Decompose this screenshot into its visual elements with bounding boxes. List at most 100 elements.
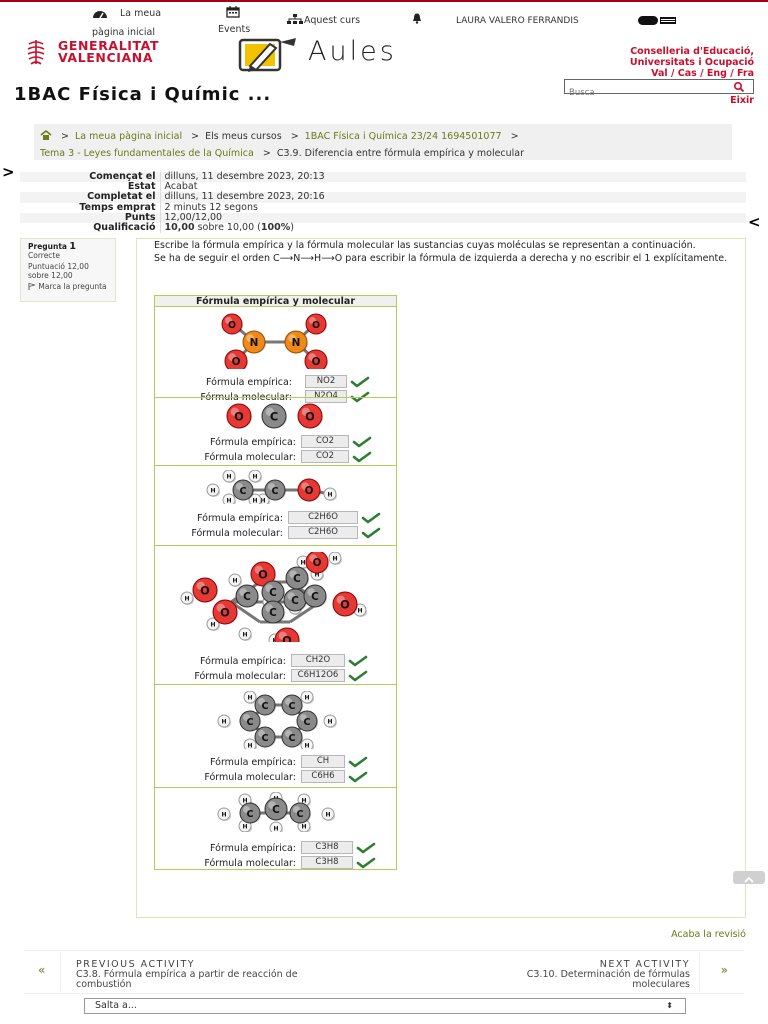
breadcrumb-section[interactable]: Tema 3 - Leyes fundamentales de la Quími… (40, 148, 254, 159)
question-num: 1 (69, 241, 76, 252)
breadcrumb-separator: > (510, 131, 519, 142)
svg-text:N: N (250, 337, 259, 349)
svg-text:H: H (332, 555, 337, 562)
activity-navigation: « PREVIOUS ACTIVITY C3.8. Fórmula empíri… (24, 950, 744, 994)
open-left-drawer-button[interactable]: > (2, 163, 15, 181)
nav-events[interactable]: Events (218, 6, 278, 38)
svg-text:H: H (232, 577, 237, 584)
svg-text:O: O (313, 557, 322, 569)
breadcrumb-current[interactable]: C3.9. Diferencia entre fórmula empírica … (276, 148, 525, 159)
formula-row: HHHHHHHHHHHOOOOOOCCCCCCFórmula empírica:… (155, 545, 396, 684)
answer-field-empirical[interactable]: NO2 (305, 375, 347, 388)
formula-label-empirical: Fórmula empírica: (210, 437, 296, 448)
previous-activity-title-1: C3.8. Fórmula empírica a partir de reacc… (76, 969, 298, 980)
answer-field-empirical[interactable]: C2H6O (288, 511, 358, 524)
answer-field-molecular[interactable]: C2H6O (288, 526, 358, 539)
svg-text:H: H (300, 559, 305, 566)
correct-check-icon (356, 857, 376, 869)
svg-text:O: O (305, 410, 315, 424)
sitemap-icon (287, 14, 303, 24)
previous-activity-link[interactable]: PREVIOUS ACTIVITY C3.8. Fórmula empírica… (76, 960, 298, 990)
correct-check-icon (348, 771, 368, 783)
answer-field-empirical[interactable]: CH (301, 755, 345, 768)
notifications-bell[interactable] (412, 13, 422, 30)
svg-text:C: C (247, 809, 254, 820)
next-activity-link[interactable]: NEXT ACTIVITY C3.10. Determinación de fó… (527, 960, 690, 990)
back-to-top-button[interactable] (733, 871, 765, 884)
svg-text:C: C (311, 591, 319, 603)
aules-logo[interactable]: Aules (236, 36, 436, 72)
breadcrumb-my-home[interactable]: La meua pàgina inicial (75, 131, 183, 142)
gva-line1: GENERALITAT (58, 38, 160, 53)
breadcrumb-separator: > (61, 131, 69, 142)
home-icon[interactable] (40, 130, 52, 140)
svg-text:C: C (293, 573, 301, 585)
question-number: Pregunta 1 (28, 241, 108, 252)
summary-grade: 10,00 sobre 10,00 (100%) (160, 223, 746, 233)
answer-field-empirical[interactable]: C3H8 (301, 841, 353, 854)
correct-check-icon (348, 670, 368, 682)
logout-link[interactable]: Eixir (730, 95, 754, 106)
previous-arrow-icon[interactable]: « (38, 963, 46, 977)
aules-wordmark: Aules (308, 36, 397, 67)
svg-text:O: O (305, 485, 314, 497)
svg-text:H: H (226, 497, 231, 504)
flag-question[interactable]: Marca la pregunta (28, 282, 108, 291)
formula-label-molecular: Fórmula molecular: (204, 858, 296, 869)
summary-key: Completat el (20, 192, 161, 203)
breadcrumb-course[interactable]: 1BAC Física i Química 23/24 1694501077 (304, 131, 502, 142)
svg-text:H: H (325, 811, 330, 818)
formula-label-empirical: Fórmula empírica: (210, 757, 296, 768)
search-input[interactable] (565, 86, 725, 100)
answer-field-molecular[interactable]: CO2 (301, 450, 349, 463)
open-right-drawer-button[interactable]: < (748, 213, 761, 231)
svg-text:H: H (242, 797, 247, 804)
breadcrumb-my-courses[interactable]: Els meus cursos (205, 131, 282, 142)
answer-field-empirical[interactable]: CH2O (291, 654, 345, 667)
finish-review-link[interactable]: Acaba la revisió (671, 929, 746, 940)
formula-table-title: Fórmula empírica y molecular (155, 296, 396, 307)
grade-close: ) (290, 222, 294, 234)
search-icon[interactable] (733, 81, 745, 93)
generalitat-logo[interactable]: GENERALITAT VALENCIANA (24, 38, 184, 68)
svg-text:O: O (200, 584, 210, 598)
answer-field-molecular[interactable]: C6H12O6 (291, 669, 345, 682)
answer-field-molecular[interactable]: C3H8 (301, 856, 353, 869)
nav-this-course[interactable]: Aquest curs (286, 13, 360, 29)
svg-text:C: C (269, 587, 277, 599)
summary-key: Estat (20, 182, 161, 193)
language-selector[interactable]: Val / Cas / Eng / Fra (651, 68, 754, 79)
formula-line-empirical: Fórmula empírica:CH2O (155, 654, 396, 668)
next-activity-label: NEXT ACTIVITY (599, 959, 690, 970)
svg-text:O: O (220, 606, 230, 620)
svg-text:N: N (292, 337, 301, 349)
svg-text:H: H (247, 694, 252, 701)
answer-field-empirical[interactable]: CO2 (301, 435, 349, 448)
svg-text:H: H (273, 825, 278, 832)
svg-text:H: H (210, 487, 215, 494)
svg-text:O: O (232, 356, 241, 368)
answer-field-molecular[interactable]: N2O4 (305, 390, 347, 403)
user-menu[interactable]: LAURA VALERO FERRANDIS (456, 16, 579, 26)
user-menu-toggle[interactable] (638, 16, 676, 25)
svg-text:H: H (260, 497, 265, 504)
answer-field-molecular[interactable]: C6H6 (301, 770, 345, 783)
summary-value: Acabat (164, 181, 198, 193)
svg-text:H: H (184, 595, 189, 602)
question-info: Pregunta 1 Correcte Puntuació 12,00 sobr… (20, 238, 116, 302)
formula-line-empirical: Fórmula empírica:C2H6O (155, 511, 396, 525)
nav-my-home[interactable]: La meua pàgina inicial (92, 6, 172, 41)
gva-emblem-icon (27, 40, 45, 65)
svg-text:H: H (226, 473, 231, 480)
jump-to-select[interactable]: Salta a... ⬍ (84, 998, 686, 1014)
previous-activity-title-2: combustión (76, 979, 132, 990)
svg-text:C: C (270, 410, 278, 424)
next-arrow-icon[interactable]: » (720, 963, 728, 977)
svg-text:C: C (291, 595, 299, 607)
correct-check-icon (350, 391, 370, 403)
correct-check-icon (361, 512, 381, 524)
